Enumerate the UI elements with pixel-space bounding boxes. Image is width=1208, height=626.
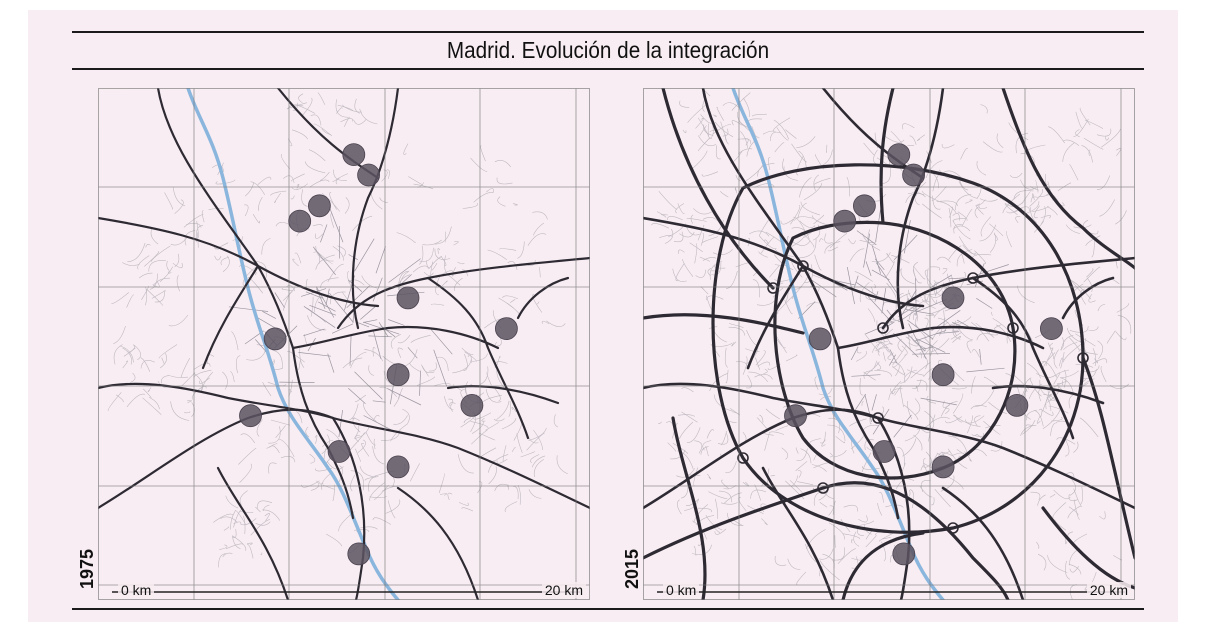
district-marker bbox=[396, 286, 420, 310]
city-core-streets bbox=[228, 206, 453, 438]
district-marker bbox=[1005, 393, 1029, 417]
road bbox=[701, 88, 840, 350]
road bbox=[971, 276, 1075, 440]
year-label: 1975 bbox=[77, 548, 97, 590]
scale-end-label: 20 km bbox=[541, 582, 586, 598]
district-marker bbox=[941, 286, 965, 310]
district-marker bbox=[808, 327, 832, 351]
road bbox=[291, 325, 500, 350]
district-marker bbox=[386, 455, 410, 479]
road bbox=[396, 486, 480, 600]
district-marker bbox=[263, 327, 287, 351]
motorway bbox=[841, 531, 925, 600]
title-top-rule bbox=[72, 31, 1144, 33]
interchange bbox=[737, 452, 749, 464]
district-marker bbox=[494, 317, 518, 341]
map-frame bbox=[98, 88, 590, 600]
major-roads bbox=[98, 88, 590, 600]
district-marker bbox=[902, 163, 926, 187]
motorway bbox=[879, 88, 895, 225]
map-grid bbox=[643, 88, 1135, 600]
river bbox=[186, 88, 400, 600]
road bbox=[941, 486, 1025, 600]
district-marker bbox=[347, 542, 371, 566]
road bbox=[331, 416, 590, 510]
district-marker bbox=[931, 363, 955, 387]
road bbox=[516, 276, 570, 320]
district-marker bbox=[931, 455, 955, 479]
district-marker bbox=[833, 209, 857, 233]
district-markers bbox=[239, 143, 518, 566]
road bbox=[351, 88, 400, 330]
district-marker bbox=[887, 143, 911, 166]
title-bottom-rule bbox=[72, 68, 1144, 70]
scale-start-label: 0 km bbox=[118, 582, 155, 598]
motorway bbox=[643, 313, 805, 335]
figure-title: Madrid. Evolución de la integración bbox=[446, 37, 770, 63]
interchange bbox=[1007, 322, 1019, 334]
road bbox=[201, 264, 260, 370]
major-roads bbox=[643, 88, 1135, 600]
map-1975 bbox=[98, 88, 590, 600]
interchange bbox=[767, 282, 779, 294]
road bbox=[761, 466, 835, 600]
road bbox=[991, 384, 1105, 405]
district-marker bbox=[327, 440, 351, 463]
interchange bbox=[817, 482, 829, 494]
interchange bbox=[1077, 352, 1089, 364]
scale-end-label: 20 km bbox=[1086, 582, 1131, 598]
district-marker bbox=[892, 542, 916, 566]
district-marker bbox=[784, 404, 807, 428]
interchange bbox=[872, 412, 884, 424]
interchange bbox=[797, 260, 809, 272]
road bbox=[1061, 276, 1115, 320]
road bbox=[643, 408, 880, 510]
interchange bbox=[967, 272, 979, 284]
map-panel-1975: 1975 0 km 20 km bbox=[77, 88, 590, 600]
district-markers bbox=[784, 143, 1063, 566]
district-marker bbox=[357, 163, 381, 187]
road bbox=[426, 276, 530, 440]
scale-start-label: 0 km bbox=[663, 582, 700, 598]
motorway bbox=[661, 88, 775, 290]
road bbox=[896, 88, 945, 330]
road bbox=[98, 408, 335, 510]
district-marker bbox=[386, 363, 410, 387]
district-marker bbox=[239, 404, 262, 428]
interchange bbox=[947, 522, 959, 534]
road bbox=[446, 385, 560, 405]
road bbox=[291, 346, 355, 520]
road bbox=[876, 416, 1135, 510]
interchange bbox=[877, 322, 889, 334]
road bbox=[156, 88, 295, 350]
motorway bbox=[711, 163, 1085, 534]
map-panel-2015: 2015 0 km 20 km bbox=[622, 88, 1135, 600]
district-marker bbox=[852, 194, 876, 218]
map-frame bbox=[643, 88, 1135, 600]
district-marker bbox=[342, 143, 366, 166]
map-figure: Madrid. Evolución de la integración 1975… bbox=[28, 10, 1178, 622]
year-label: 2015 bbox=[622, 548, 642, 590]
district-marker bbox=[872, 440, 896, 463]
map-2015 bbox=[643, 88, 1135, 600]
figure-bottom-rule bbox=[72, 608, 1144, 610]
map-grid bbox=[98, 88, 590, 600]
district-marker bbox=[460, 393, 484, 417]
motorway bbox=[671, 416, 707, 600]
road bbox=[216, 466, 290, 600]
motorway bbox=[1001, 88, 1135, 270]
motorway bbox=[643, 481, 1010, 600]
map-background bbox=[98, 88, 590, 600]
district-marker bbox=[288, 209, 312, 233]
district-marker bbox=[1039, 317, 1063, 341]
district-marker bbox=[307, 194, 331, 218]
motorway bbox=[1081, 356, 1135, 560]
